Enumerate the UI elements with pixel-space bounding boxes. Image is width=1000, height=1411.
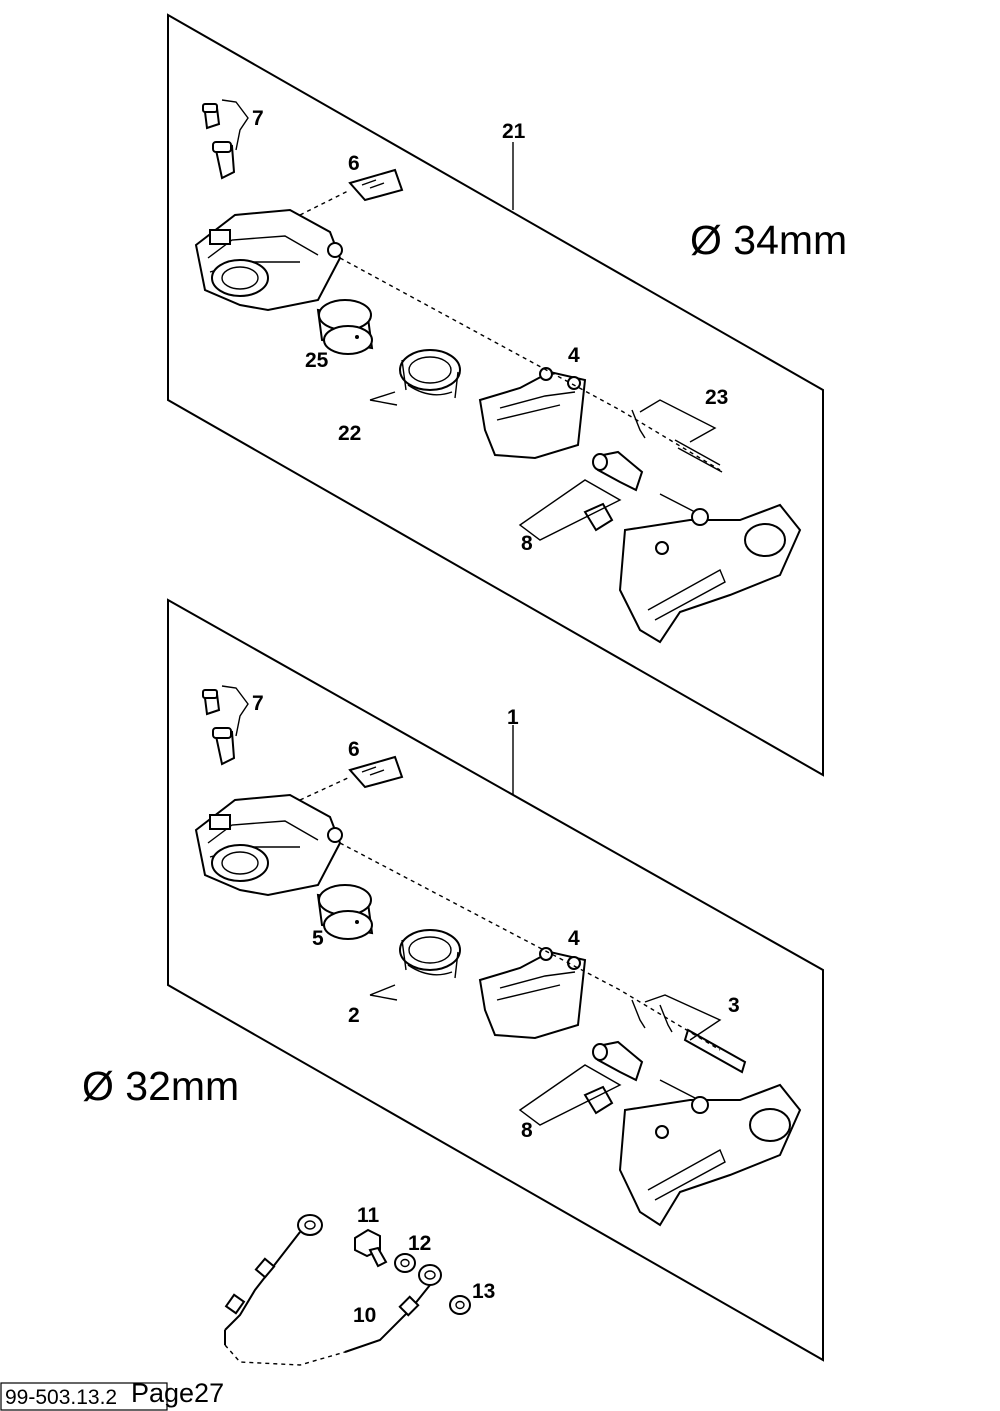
bleeder-screw-icon bbox=[202, 103, 236, 180]
callout-4: 4 bbox=[568, 344, 580, 367]
callout-8: 8 bbox=[521, 532, 533, 555]
callout-6: 6 bbox=[348, 738, 360, 761]
doc-number: 99-503.13.2 bbox=[5, 1386, 117, 1409]
piston-icon bbox=[316, 884, 374, 940]
callout-10: 10 bbox=[353, 1304, 376, 1327]
callout-23: 23 bbox=[705, 386, 728, 409]
doc-number-box bbox=[0, 1382, 168, 1411]
callout-6: 6 bbox=[348, 152, 360, 175]
washer-icon bbox=[449, 1295, 471, 1315]
callout-25: 25 bbox=[305, 349, 329, 372]
callout-3: 3 bbox=[728, 994, 740, 1017]
seal-kit-icon bbox=[399, 349, 461, 399]
pin-kit-icon bbox=[631, 409, 723, 473]
upper-assembly bbox=[167, 13, 824, 777]
pin-kit-icon bbox=[631, 999, 747, 1074]
bleeder-screw-icon bbox=[202, 689, 236, 766]
washer-icon bbox=[394, 1253, 416, 1273]
caliper-body-icon bbox=[194, 208, 343, 312]
caliper-bracket-icon bbox=[618, 503, 802, 644]
piston-icon bbox=[316, 299, 374, 355]
page-label: Page27 bbox=[131, 1378, 224, 1408]
caliper-body-icon bbox=[194, 793, 343, 897]
diameter-label: Ø 32mm bbox=[82, 1063, 239, 1109]
banjo-bolt-icon bbox=[354, 1228, 388, 1268]
callout-7: 7 bbox=[252, 107, 264, 130]
caliper-bracket-icon bbox=[618, 1083, 802, 1227]
guide-bolt-icon bbox=[583, 450, 696, 532]
callout-22: 22 bbox=[338, 422, 361, 445]
pad-spring-icon bbox=[348, 168, 404, 202]
assembly-axis-line bbox=[339, 842, 721, 1051]
diameter-label: Ø 34mm bbox=[690, 217, 847, 263]
upper-assembly-frame bbox=[167, 13, 824, 777]
callout-7: 7 bbox=[252, 692, 264, 715]
guide-bolt-icon bbox=[583, 1040, 696, 1115]
callout-13: 13 bbox=[472, 1280, 495, 1303]
assembly-axis-line bbox=[339, 257, 721, 471]
callout-5: 5 bbox=[312, 927, 324, 950]
lower-assembly bbox=[167, 598, 824, 1362]
callout-1: 1 bbox=[507, 706, 519, 729]
callout-4: 4 bbox=[568, 927, 580, 950]
brake-line bbox=[224, 1214, 471, 1366]
pad-spring-icon bbox=[348, 755, 404, 789]
callout-11: 11 bbox=[357, 1204, 380, 1227]
callout-21: 21 bbox=[502, 120, 526, 143]
lower-assembly-frame bbox=[167, 598, 824, 1362]
brake-pads-icon bbox=[478, 947, 587, 1040]
callout-2: 2 bbox=[348, 1004, 360, 1027]
brake-pads-icon bbox=[478, 367, 587, 460]
callout-8: 8 bbox=[521, 1119, 533, 1142]
callout-12: 12 bbox=[408, 1232, 431, 1255]
seal-kit-icon bbox=[399, 929, 461, 979]
